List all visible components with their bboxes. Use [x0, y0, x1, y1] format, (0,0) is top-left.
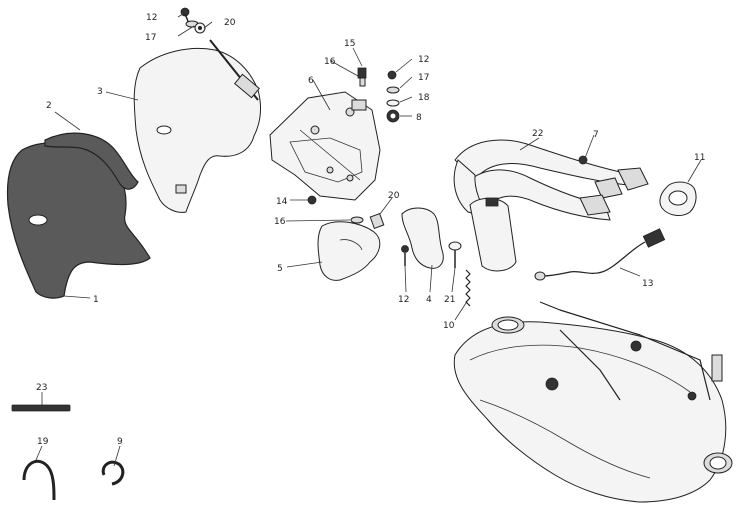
label-9: 9: [117, 437, 123, 447]
part-14-bolt: [307, 195, 317, 205]
label-12-top: 12: [146, 13, 157, 23]
label-10: 10: [443, 321, 455, 331]
label-7: 7: [593, 130, 599, 140]
label-8: 8: [416, 113, 422, 123]
part-6-mounting-bracket: [269, 91, 381, 201]
part-21-spacer: [448, 241, 462, 268]
label-12-right: 12: [418, 55, 429, 65]
label-6: 6: [308, 76, 314, 86]
hardware-top-stack: [180, 7, 206, 34]
part-13-lambda-sensor: [534, 228, 666, 281]
part-12-bolt-lower: [401, 245, 409, 266]
part-23-strip: [11, 404, 71, 412]
part-number-labels: 1 2 3 4 5 6 7 8 9 10 11 12 12 12 13 14 1…: [36, 13, 705, 447]
part-3-mounting-rod: [209, 39, 260, 101]
label-21: 21: [444, 295, 455, 305]
label-17-top: 17: [145, 33, 156, 43]
part-11-gasket: [659, 181, 697, 216]
label-12-lower: 12: [398, 295, 409, 305]
label-22: 22: [532, 129, 543, 139]
hardware-15-16: [357, 67, 367, 87]
label-20-lower: 20: [388, 191, 400, 201]
label-13: 13: [642, 279, 653, 289]
label-2: 2: [46, 101, 52, 111]
label-4: 4: [426, 295, 432, 305]
part-19-hose: [22, 459, 56, 501]
label-19: 19: [37, 437, 49, 447]
part-5-lower-shield: [317, 221, 381, 281]
part-2-shield-strip: [44, 132, 139, 190]
part-22-exhaust-headers: [453, 139, 649, 272]
label-17-right: 17: [418, 73, 429, 83]
label-18: 18: [418, 93, 430, 103]
part-7-stud: [578, 155, 588, 165]
label-5: 5: [277, 264, 283, 274]
label-20-top: 20: [224, 18, 236, 28]
leader-lines: [35, 11, 702, 467]
label-14: 14: [276, 197, 288, 207]
label-3: 3: [97, 87, 103, 97]
part-1-heat-shield-cover: [6, 141, 151, 299]
label-11: 11: [694, 153, 705, 163]
label-16-top: 16: [324, 57, 336, 67]
part-3-outer-heat-shield: [133, 47, 262, 213]
label-16-lower: 16: [274, 217, 286, 227]
part-9-clamp: [101, 460, 125, 486]
hardware-16-20-lower: [350, 213, 385, 229]
hardware-right-stack: [386, 70, 400, 123]
label-1: 1: [93, 295, 99, 305]
part-4-small-bracket: [401, 207, 444, 269]
label-15: 15: [344, 39, 355, 49]
label-23: 23: [36, 383, 47, 393]
silencer-assembly: [453, 301, 733, 503]
